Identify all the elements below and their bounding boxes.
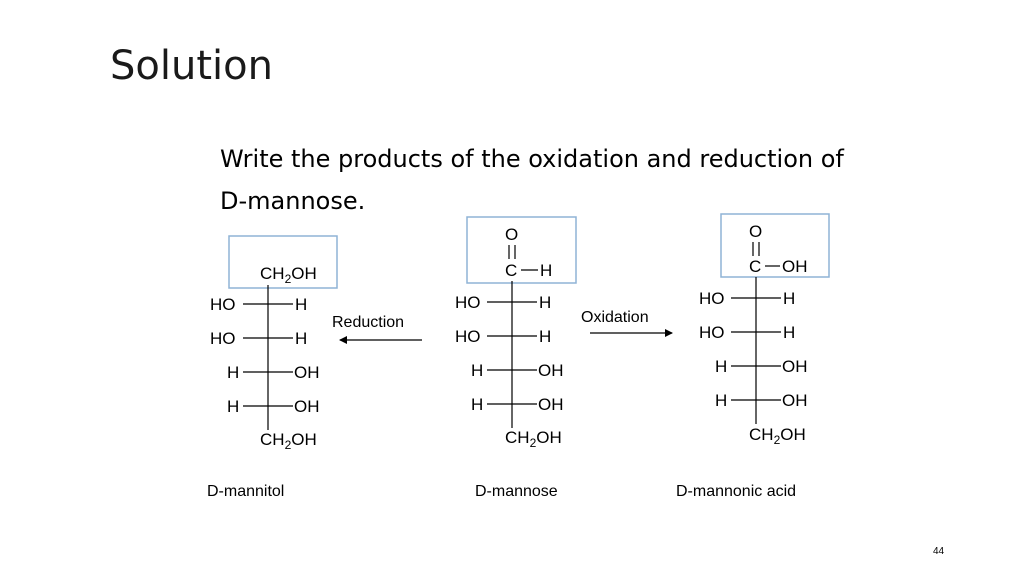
mannonic-acid-carbonyl-o: O [749, 222, 762, 241]
oxidation-arrow-group: Oxidation [581, 309, 673, 337]
mannonic-acid-bottom-ch2oh: CH2OH [749, 425, 806, 447]
mannonic-acid-carboxyl-oh: OH [782, 257, 808, 276]
mannitol-highlight-box [228, 235, 338, 289]
mannose-c5-left: H [471, 395, 483, 414]
mannose-c4-right: OH [538, 361, 564, 380]
mannitol-c2-left: HO [210, 295, 236, 314]
mannitol-c4-left: H [227, 363, 239, 382]
mannitol-c4-right: OH [294, 363, 320, 382]
mannose-c3-left: HO [455, 327, 481, 346]
mannose-highlight-box [466, 216, 577, 284]
mannonic-acid-c3-right: H [783, 323, 795, 342]
reduction-label: Reduction [332, 314, 404, 331]
mannose-c5-right: OH [538, 395, 564, 414]
mannose-c3-right: H [539, 327, 551, 346]
mannose-aldehyde-c: C [505, 261, 517, 280]
mannonic-acid-c2-right: H [783, 289, 795, 308]
mannose-structure: O C H HO H HO H H OH H OH CH2OH D-mannos… [455, 216, 577, 500]
oxidation-label: Oxidation [581, 309, 649, 326]
mannose-c2-right: H [539, 293, 551, 312]
mannitol-structure: CH2OH HO H HO H H OH H OH CH2OH D-mannit… [207, 235, 338, 500]
mannitol-c3-right: H [295, 329, 307, 348]
mannonic-acid-structure: O C OH HO H HO H H OH H OH CH2OH D-manno… [676, 213, 830, 500]
mannonic-acid-carboxyl-c: C [749, 257, 761, 276]
page-number: 44 [933, 546, 945, 557]
mannitol-bottom-ch2oh: CH2OH [260, 430, 317, 452]
mannitol-c5-left: H [227, 397, 239, 416]
mannitol-top-ch2oh: CH2OH [260, 264, 317, 286]
mannose-bottom-ch2oh: CH2OH [505, 428, 562, 450]
mannitol-c5-right: OH [294, 397, 320, 416]
mannonic-acid-c5-right: OH [782, 391, 808, 410]
mannitol-c2-right: H [295, 295, 307, 314]
mannose-c4-left: H [471, 361, 483, 380]
mannonic-acid-highlight-box [720, 213, 830, 278]
mannonic-acid-c5-left: H [715, 391, 727, 410]
mannitol-c3-left: HO [210, 329, 236, 348]
mannonic-acid-c4-right: OH [782, 357, 808, 376]
mannonic-acid-name: D-mannonic acid [676, 483, 796, 500]
mannose-aldehyde-h: H [540, 261, 552, 280]
question-text: Write the products of the oxidation and … [220, 138, 900, 222]
mannonic-acid-c3-left: HO [699, 323, 725, 342]
mannose-c2-left: HO [455, 293, 481, 312]
question-line-1: Write the products of the oxidation and … [220, 145, 844, 173]
question-line-2: D-mannose. [220, 187, 366, 215]
mannonic-acid-c4-left: H [715, 357, 727, 376]
mannose-aldehyde-o: O [505, 225, 518, 244]
mannose-name: D-mannose [475, 483, 558, 500]
mannonic-acid-c2-left: HO [699, 289, 725, 308]
mannitol-name: D-mannitol [207, 483, 284, 500]
slide-title: Solution [110, 43, 273, 89]
reduction-arrow-group: Reduction [332, 314, 422, 344]
